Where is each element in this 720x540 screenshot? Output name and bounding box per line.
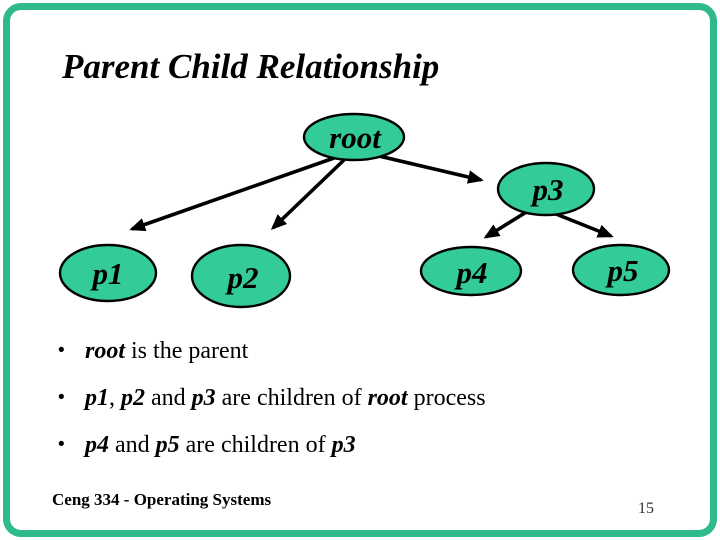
node-p1-label: p1	[90, 256, 124, 291]
bullet-text: p4 and p5 are children of p3	[85, 432, 356, 458]
slide-title: Parent Child Relationship	[62, 47, 440, 86]
bullet-list: • root is the parent • p1, p2 and p3 are…	[58, 336, 678, 477]
bullet-icon: •	[58, 387, 65, 408]
footer-course-label: Ceng 334 - Operating Systems	[52, 490, 272, 509]
node-p3-label: p3	[530, 172, 564, 207]
edge-p3-p4	[483, 209, 529, 239]
bullet-item: • root is the parent	[58, 336, 678, 366]
node-p3-ellipse	[496, 161, 596, 217]
bullet-item: • p1, p2 and p3 are children of root pro…	[58, 383, 678, 413]
node-p5-label: p5	[605, 253, 639, 288]
bullet-text: root is the parent	[85, 338, 249, 364]
bullet-icon: •	[58, 340, 65, 361]
edge-p3-p5	[550, 210, 614, 238]
node-p1-ellipse	[58, 243, 158, 303]
node-root-label: root	[329, 120, 382, 155]
edge-root-p3	[365, 151, 484, 184]
bullet-text: p1, p2 and p3 are children of root proce…	[85, 385, 486, 411]
node-p2-label: p2	[225, 260, 259, 295]
node-root-ellipse	[302, 112, 406, 162]
node-p4-ellipse	[419, 245, 523, 297]
page-number: 15	[638, 500, 654, 517]
edge-root-p2	[270, 158, 346, 230]
node-p2-ellipse	[190, 243, 292, 309]
bullet-icon: •	[58, 434, 65, 455]
edge-root-p1	[129, 156, 335, 232]
node-p4-label: p4	[454, 255, 488, 290]
node-p5-ellipse	[571, 243, 671, 297]
bullet-item: • p4 and p5 are children of p3	[58, 430, 678, 460]
